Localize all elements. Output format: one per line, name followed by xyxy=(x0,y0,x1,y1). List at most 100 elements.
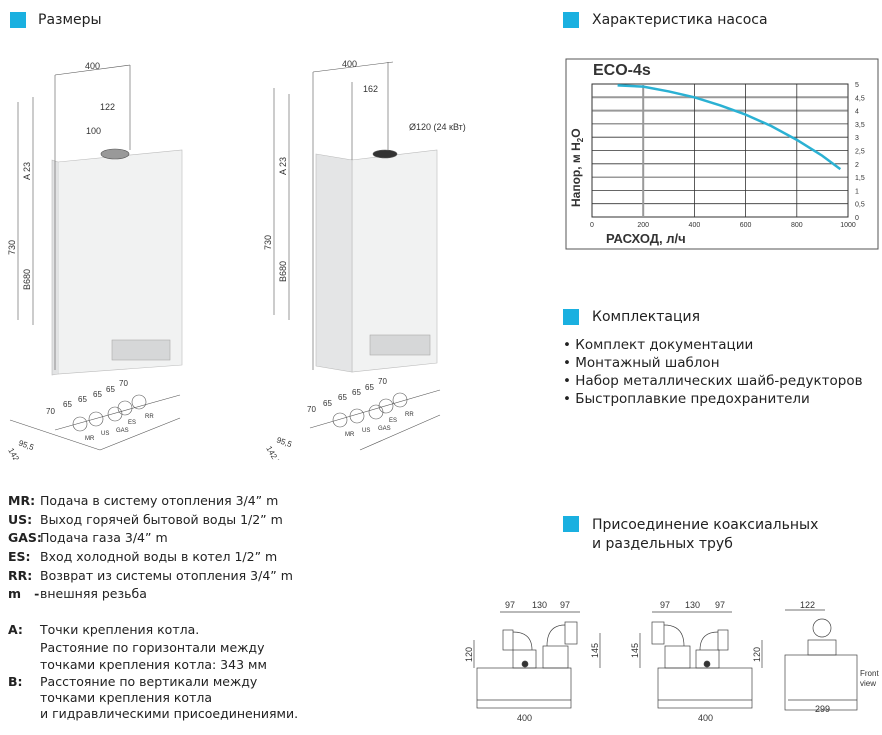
y-tick-label: 1 xyxy=(855,188,859,195)
port-label: RR xyxy=(145,414,154,420)
front-view-label: view xyxy=(860,679,876,688)
note-text: и гидравлическими присоединениями. xyxy=(40,706,299,721)
pump-curve-line xyxy=(617,84,842,171)
dim: 97 xyxy=(715,600,725,610)
port-label: MR xyxy=(345,432,355,438)
dim-bottom: 65 xyxy=(352,388,361,397)
port-label: GAS xyxy=(116,428,129,434)
dim: 145 xyxy=(590,643,600,658)
y-tick-label: 1,5 xyxy=(855,175,865,182)
dim: 130 xyxy=(532,600,547,610)
kit-item-text: Комплект документации xyxy=(575,337,754,353)
pipe-diagram-1-dims: 97 130 97 120 145 400 xyxy=(464,600,600,723)
dim-bottom: 70 xyxy=(119,379,128,388)
y-tick-label: 3 xyxy=(855,135,859,142)
dim-width: 400 xyxy=(85,61,100,71)
dim-depth: 142,5 xyxy=(264,445,282,461)
dim-122: 122 xyxy=(100,102,115,112)
dim: 120 xyxy=(464,647,474,662)
x-tick-label: 1000 xyxy=(840,222,856,229)
port-label: MR xyxy=(85,436,95,442)
y-tick-label: 0 xyxy=(855,215,859,222)
port-label: ES xyxy=(128,420,136,426)
y-tick-label: 5 xyxy=(855,82,859,89)
dim-depth: 142,5 xyxy=(6,447,24,461)
y-tick-label: 4,5 xyxy=(855,95,865,102)
y-tick-label: 0,5 xyxy=(855,202,865,209)
port-label: US xyxy=(362,428,370,434)
dim: 120 xyxy=(752,647,762,662)
dim-flue: Ø120 (24 кВт) xyxy=(409,122,466,132)
note-text: Расстояние по вертикали между xyxy=(40,674,258,689)
dim-bottom: 65 xyxy=(338,393,347,402)
dim-bottom: 65 xyxy=(63,400,72,409)
y-axis-label-main: Напор, м H xyxy=(569,142,583,207)
x-tick-label: 400 xyxy=(689,222,701,229)
section-marker-icon xyxy=(10,12,26,28)
note-code: B: xyxy=(8,674,23,689)
dim-bottom: 65 xyxy=(323,399,332,408)
section-marker-icon xyxy=(563,309,579,325)
legend-text: Вход холодной воды в котел 1/2” m xyxy=(40,549,278,564)
legend-text: Возврат из системы отопления 3/4” m xyxy=(40,568,293,583)
dim-bottom: 65 xyxy=(78,395,87,404)
pipe-diagram-1 xyxy=(473,611,601,709)
note-text: точками крепления котла: 343 мм xyxy=(40,657,267,672)
y-axis-label: Напор, м H2O xyxy=(569,128,585,207)
dim-a23: A 23 xyxy=(22,162,32,180)
kit-item: • Монтажный шаблон xyxy=(563,355,720,371)
dim-730: 730 xyxy=(7,240,17,255)
kit-item-text: Набор металлических шайб-редукторов xyxy=(575,373,863,389)
legend-code: GAS: xyxy=(8,530,42,545)
x-tick-label: 600 xyxy=(740,222,752,229)
kit-item-text: Монтажный шаблон xyxy=(575,355,720,371)
chart-title: ECO-4s xyxy=(593,62,651,79)
legend-text: Выход горячей бытовой воды 1/2” m xyxy=(40,512,283,527)
dim: 97 xyxy=(505,600,515,610)
dim: 130 xyxy=(685,600,700,610)
chart-frame xyxy=(565,58,879,250)
dim-bottom: 65 xyxy=(365,383,374,392)
note-text: Точки крепления котла. xyxy=(40,622,200,637)
dim-bottom: 70 xyxy=(46,407,55,416)
y-tick-label: 4 xyxy=(855,109,859,116)
dim-depth: 95,5 xyxy=(17,438,35,452)
port-label: US xyxy=(101,431,109,437)
dim: 400 xyxy=(698,713,713,723)
pump-curve-chart: ECO-4s РАСХОД, л/ч Напор, м H2O 00,511,5… xyxy=(565,58,879,250)
bottom-dims-left: 70 65 65 65 65 70 95,5 142,5 MR US GAS E… xyxy=(6,379,154,460)
legend-text: внешняя резьба xyxy=(40,586,147,601)
dim: 97 xyxy=(560,600,570,610)
legend-text: Подача газа 3/4” m xyxy=(40,530,168,545)
pipes-title-line1: Присоединение коаксиальных xyxy=(592,517,819,533)
kit-item: • Набор металлических шайб-редукторов xyxy=(563,373,863,389)
dim-width: 400 xyxy=(342,59,357,69)
dim-a23: A 23 xyxy=(278,157,288,175)
dim: 299 xyxy=(815,704,830,714)
dim-b680: B680 xyxy=(278,261,288,282)
legend-code: US: xyxy=(8,512,33,527)
legend-text: Подача в систему отопления 3/4” m xyxy=(40,493,279,508)
x-tick-label: 800 xyxy=(791,222,803,229)
x-tick-label: 200 xyxy=(637,222,649,229)
legend-code: RR: xyxy=(8,568,33,583)
pipes-title-line2: и раздельных труб xyxy=(592,536,733,552)
front-view-label: Front xyxy=(860,669,879,678)
note-code: A: xyxy=(8,622,23,637)
kit-item: • Комплект документации xyxy=(563,337,754,353)
kit-title: Комплектация xyxy=(592,309,701,325)
dim-depth: 95,5 xyxy=(275,435,293,449)
dim-bottom: 70 xyxy=(378,377,387,386)
section-marker-icon xyxy=(563,12,579,28)
y-axis-label-end: O xyxy=(569,128,583,137)
note-text: Растояние по горизонтали между xyxy=(40,640,265,655)
y-axis-label-sub: 2 xyxy=(576,137,585,142)
y-tick-label: 3,5 xyxy=(855,122,865,129)
pipe-diagram-2-dims: 97 130 97 145 120 400 122 299 Front view xyxy=(630,600,879,723)
kit-item: • Быстроплавкие предохранители xyxy=(563,391,810,407)
dim-730: 730 xyxy=(263,235,273,250)
dim: 145 xyxy=(630,643,640,658)
boiler-right-drawing xyxy=(273,61,441,451)
dim-bottom: 65 xyxy=(93,390,102,399)
section-marker-icon xyxy=(563,516,579,532)
